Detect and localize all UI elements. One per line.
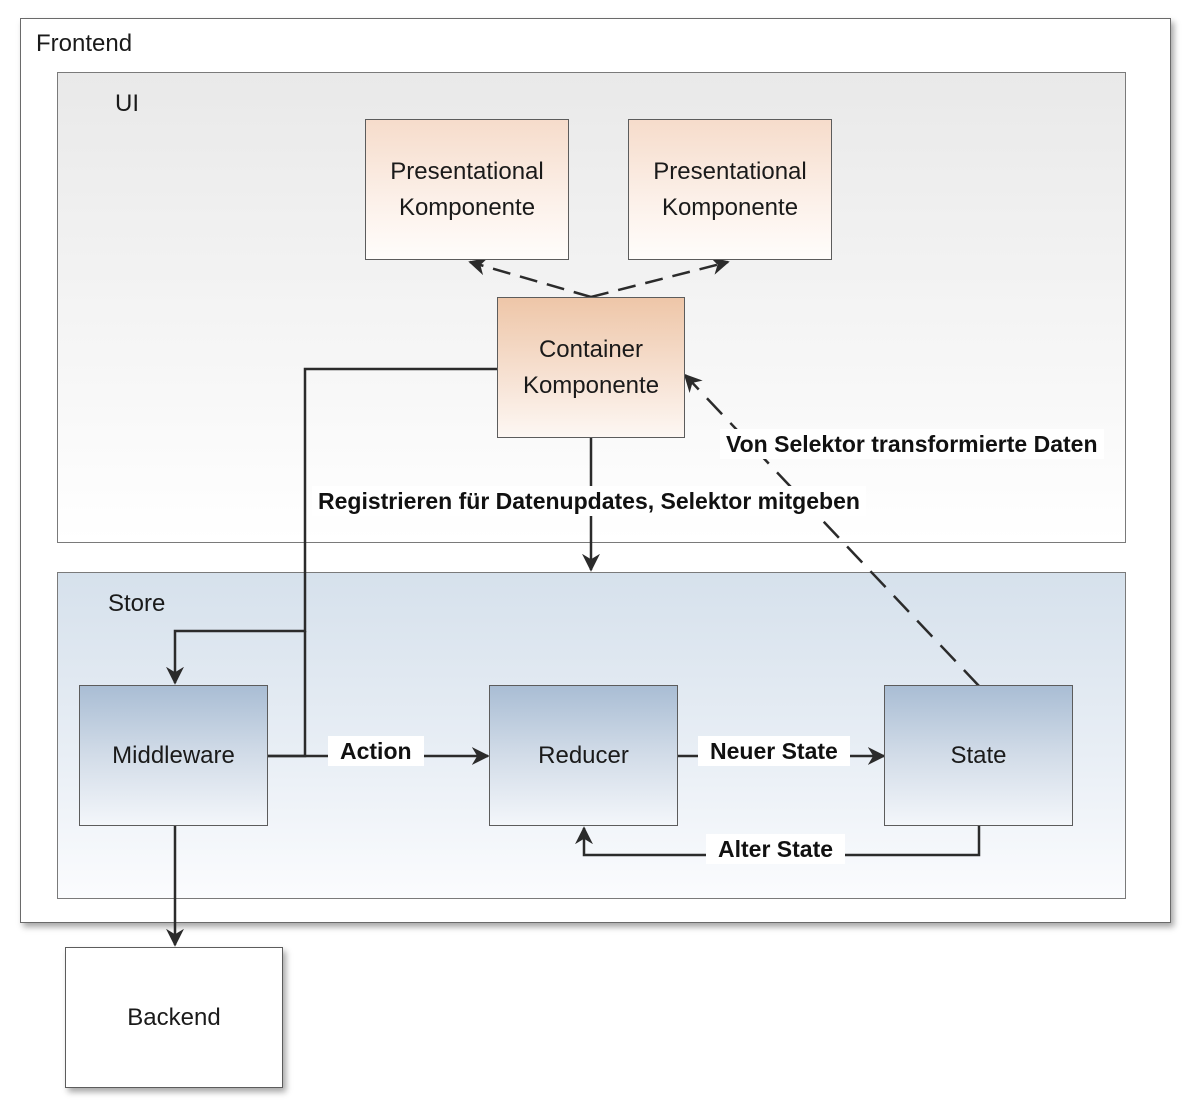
- edge-label-old-state: Alter State: [706, 834, 846, 864]
- container-line-2: Komponente: [522, 371, 660, 399]
- reducer-label: Reducer: [538, 741, 629, 769]
- edge-container-to-presentational-1: [468, 257, 592, 299]
- ui-label: UI: [115, 90, 139, 117]
- presentational-1-line-1: Presentational: [390, 157, 544, 185]
- edge-selector-data: [683, 373, 980, 687]
- edge-label-action: Action: [328, 736, 424, 766]
- edge-action: [268, 631, 307, 758]
- presentational-2-line-2: Komponente: [661, 193, 799, 221]
- edge-label-register: Registrieren für Datenupdates, Selektor …: [312, 486, 866, 516]
- middleware-box: Middleware: [79, 685, 268, 826]
- presentational-component-2: Presentational Komponente: [628, 119, 832, 260]
- reducer-box: Reducer: [489, 685, 678, 826]
- middleware-label: Middleware: [112, 741, 235, 769]
- backend-label: Backend: [127, 1003, 221, 1031]
- presentational-1-line-2: Komponente: [398, 193, 536, 221]
- state-label: State: [950, 741, 1007, 769]
- edge-label-new-state: Neuer State: [698, 736, 850, 766]
- edge-container-to-presentational-2: [590, 257, 730, 299]
- presentational-component-1: Presentational Komponente: [365, 119, 569, 260]
- frontend-label: Frontend: [36, 30, 133, 57]
- backend-box: Backend: [65, 947, 283, 1088]
- edge-container-to-middleware: [166, 367, 497, 685]
- container-line-1: Container: [538, 335, 644, 363]
- container-component: Container Komponente: [497, 297, 685, 438]
- presentational-2-line-1: Presentational: [653, 157, 807, 185]
- edge-label-selector-data: Von Selektor transformierte Daten: [720, 429, 1104, 459]
- state-box: State: [884, 685, 1073, 826]
- store-label: Store: [108, 590, 166, 617]
